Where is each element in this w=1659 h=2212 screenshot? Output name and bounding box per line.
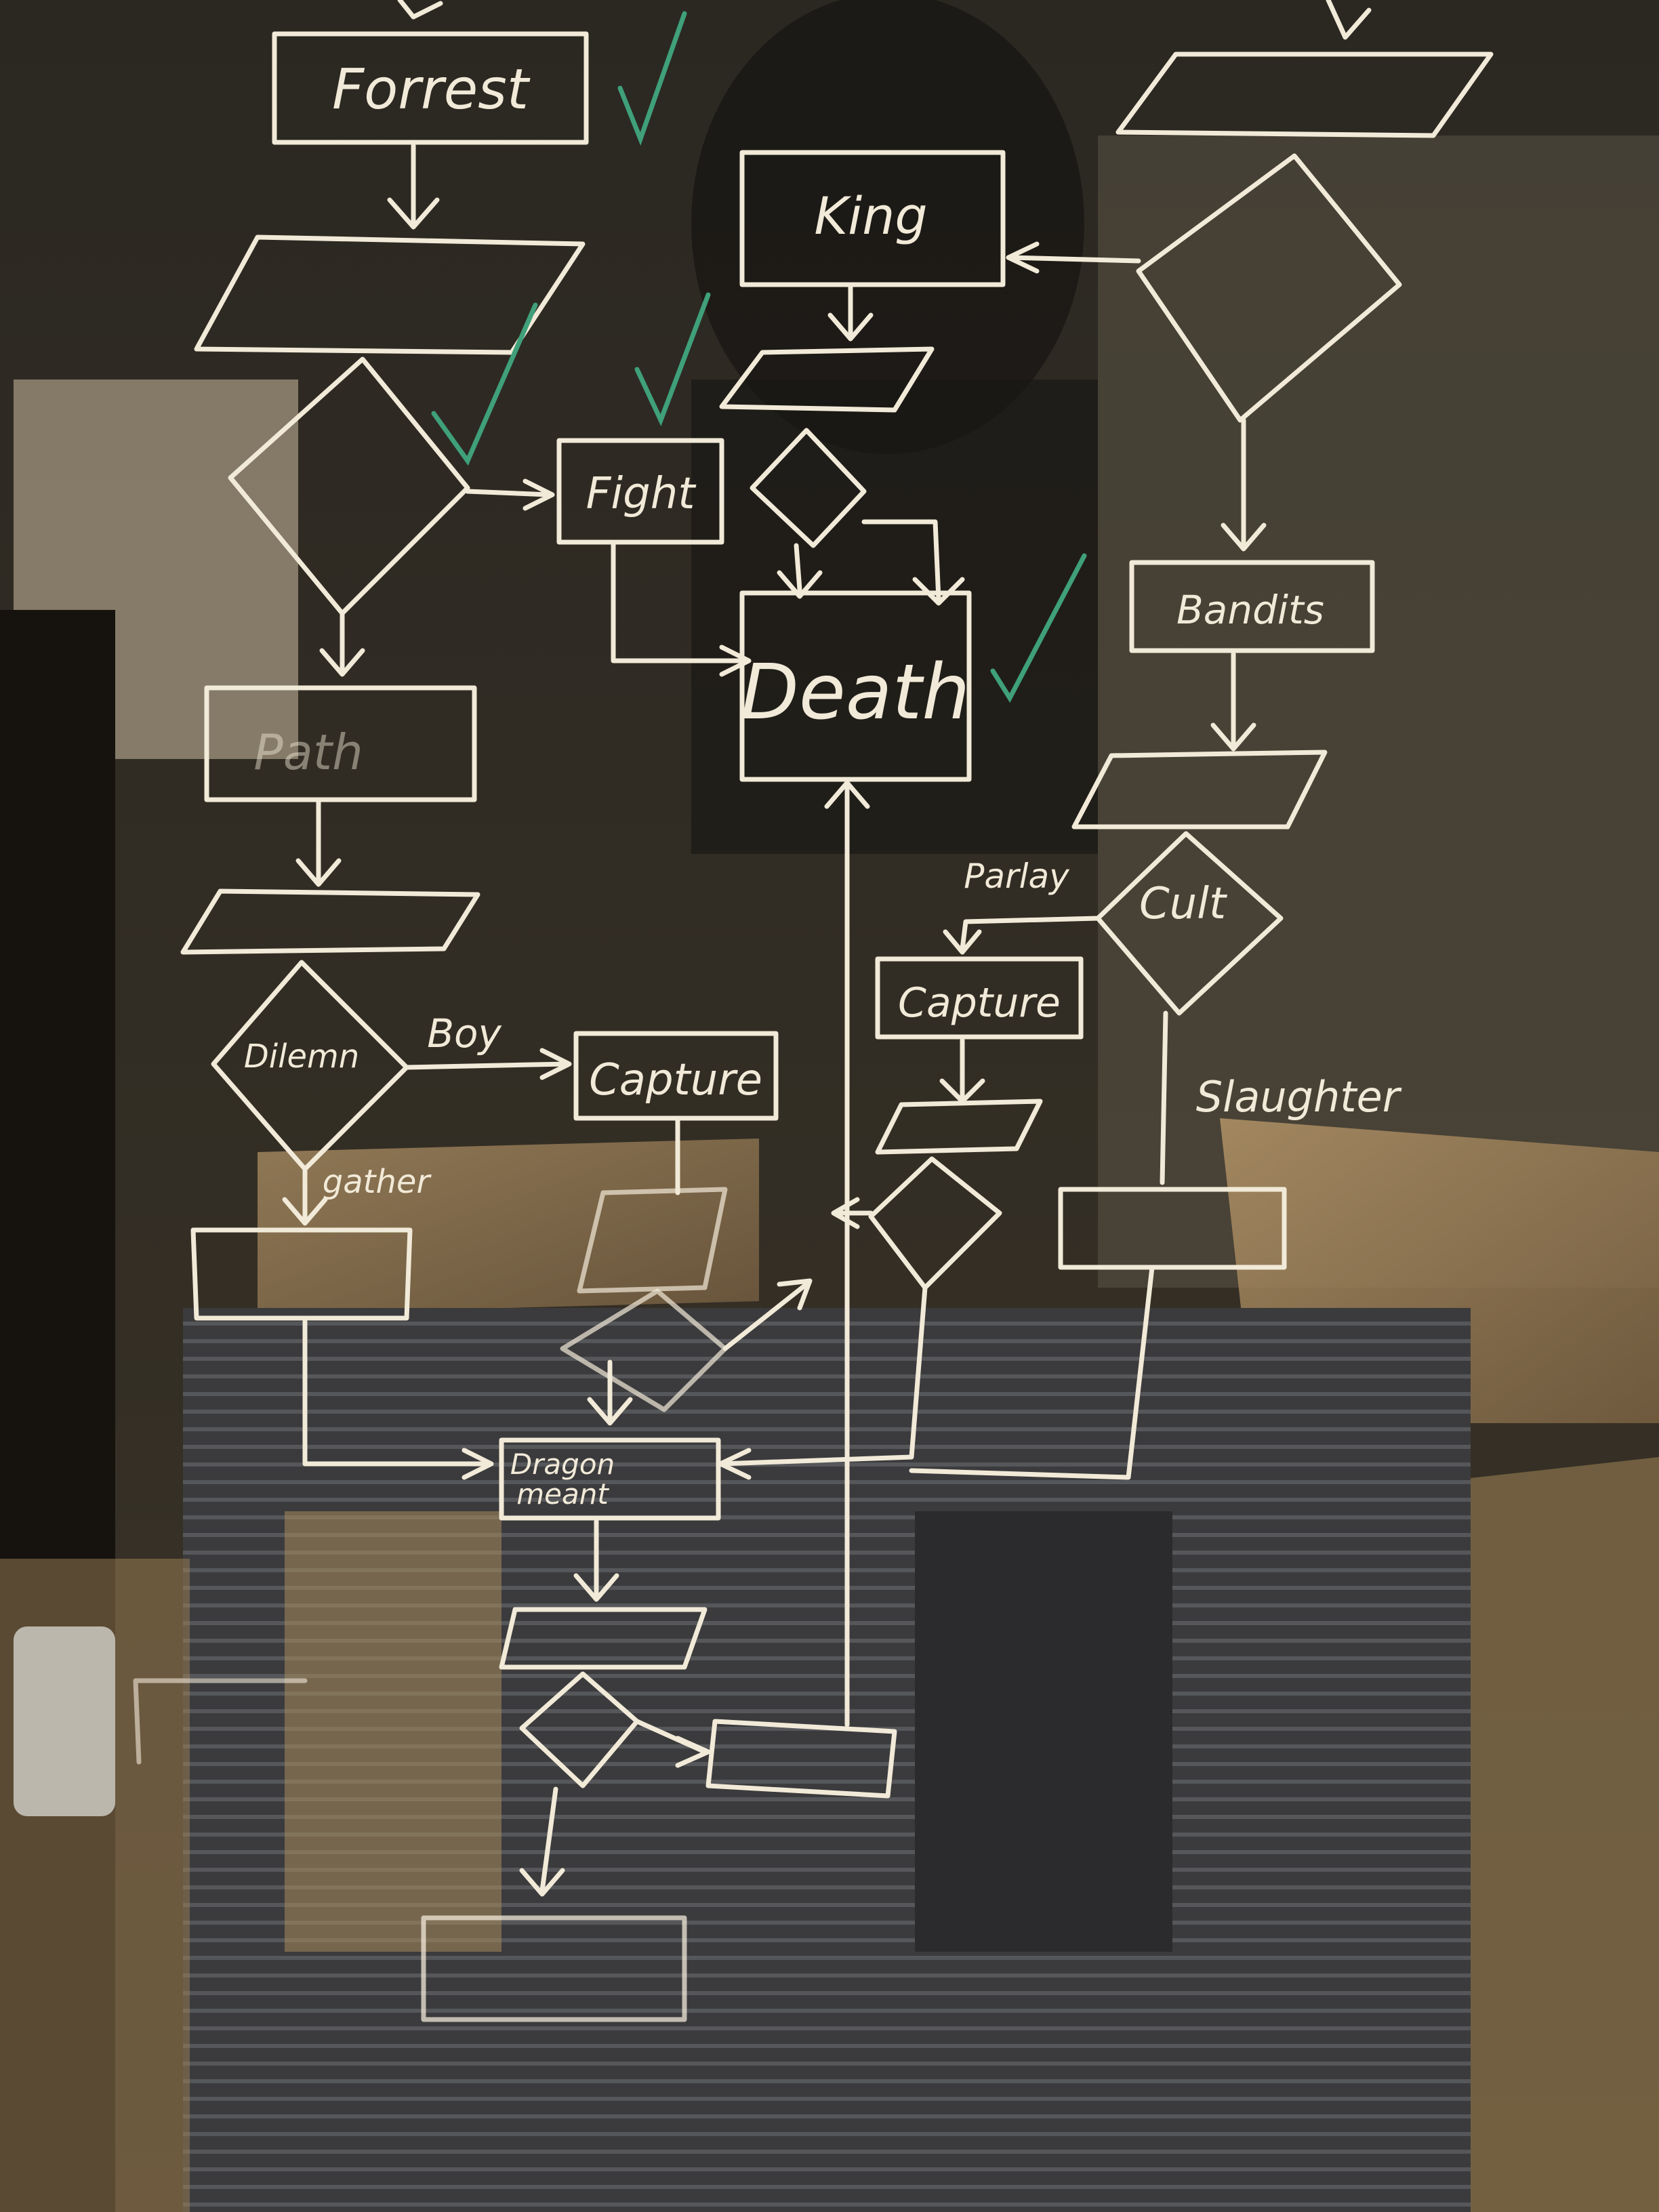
- data-box-4: [577, 1187, 728, 1294]
- arrow-king-decision-right: [861, 519, 965, 606]
- decision-capture-right: [868, 1156, 1002, 1290]
- check-icon: [634, 292, 711, 426]
- arrow-decision2-down: [587, 1359, 633, 1426]
- node-king-box: [739, 150, 1006, 287]
- edge-label-boy: Boy: [427, 1010, 501, 1057]
- edge-labels: Boy gather Parlay Slaughter: [323, 857, 1402, 1201]
- arrow-path-to-data: [295, 797, 342, 887]
- node-fight-box: [556, 438, 724, 545]
- arrow-to-dragon-from-right: [718, 1285, 928, 1480]
- edge-label-slaughter: Slaughter: [1196, 1072, 1402, 1122]
- data-box-right: [1115, 52, 1494, 138]
- label-fight: Fight: [586, 469, 697, 519]
- decision-king: [750, 428, 867, 548]
- label-dragon-line: Dragon: [510, 1448, 615, 1481]
- node-capture-right-box: [875, 956, 1084, 1040]
- arrow-king-decision-down: [777, 543, 823, 599]
- label-dilemma: Dilemn: [244, 1038, 359, 1076]
- data-box-slaughter: [1058, 1187, 1287, 1270]
- arrow-bandits-down: [1210, 651, 1256, 752]
- data-box-7: [421, 1915, 687, 2022]
- entry-arrow-right: [1326, 0, 1372, 40]
- decision-1: [228, 356, 470, 616]
- trash-can-reflection: [14, 1626, 115, 1816]
- data-box-3: [190, 1227, 413, 1321]
- node-forrest-box: [272, 31, 589, 145]
- edge-label-parlay: Parlay: [964, 857, 1070, 896]
- edge-label-gather: gather: [323, 1163, 432, 1201]
- label-dragon-line: meant: [516, 1477, 609, 1511]
- arrow-decision3-down: [519, 1786, 565, 1897]
- arrow-dilemma-to-capture: [404, 1048, 572, 1080]
- sketch-lines-bottom-left: [133, 1678, 308, 1765]
- label-cult: Cult: [1139, 879, 1228, 929]
- arrow-fight-to-death: [611, 539, 752, 677]
- decision-3: [519, 1671, 640, 1788]
- label-death: Death: [741, 649, 970, 737]
- arrow-long-up-to-death: [824, 780, 870, 1727]
- arrow-forrest-to-data: [387, 143, 440, 230]
- arrow-decision-to-bandits: [1221, 417, 1267, 552]
- label-bandits: Bandits: [1176, 587, 1324, 633]
- arrow-dragon-down: [573, 1519, 619, 1602]
- checkmarks: [431, 11, 1087, 703]
- label-forrest: Forrest: [332, 58, 531, 122]
- check-icon: [990, 553, 1087, 703]
- arrow-decision-to-fight: [465, 478, 555, 511]
- decision-cult: [1095, 831, 1284, 1016]
- arrow-capture-right-to-line: [831, 1197, 874, 1229]
- arrow-capture-right-down: [939, 1038, 985, 1104]
- check-icon: [431, 302, 538, 466]
- node-bandits-box: [1129, 560, 1375, 653]
- arrow-decision2-up: [722, 1278, 813, 1351]
- check-icon: [617, 11, 687, 146]
- node-labels: Forrest King Fight Death Path Bandits Cu…: [244, 58, 1324, 1511]
- decision-2: [560, 1288, 728, 1412]
- label-path: Path: [253, 724, 363, 781]
- data-box-capture-right: [875, 1099, 1043, 1155]
- arrow-dilemma-to-data: [282, 1166, 328, 1226]
- decision-right: [1136, 153, 1402, 423]
- data-box-bandits: [1071, 750, 1328, 830]
- data-box-6: [705, 1719, 897, 1799]
- data-box-1: [194, 234, 586, 355]
- line-slaughter-to-dragon: [909, 1265, 1155, 1480]
- node-path-box: [204, 685, 477, 802]
- data-box-king: [719, 346, 935, 413]
- person-silhouette: [691, 0, 1084, 454]
- label-capture-right: Capture: [898, 979, 1061, 1027]
- arrow-data3-to-dragon: [302, 1319, 494, 1480]
- arrow-decision-to-path: [319, 611, 365, 677]
- label-king: King: [814, 186, 927, 246]
- arrow-decision3-right: [634, 1719, 711, 1768]
- label-capture-left: Capture: [589, 1055, 762, 1105]
- arrow-decision-to-king: [1006, 241, 1141, 274]
- data-box-2: [180, 888, 480, 955]
- entry-arrow-left: [397, 0, 443, 20]
- arrow-king-down: [827, 282, 874, 342]
- data-box-5: [499, 1607, 708, 1670]
- arrow-cult-slaughter: [1160, 1010, 1168, 1185]
- arrow-cult-to-capture: [943, 916, 1101, 955]
- node-death-box: [739, 590, 972, 782]
- node-dragon-box: [499, 1437, 721, 1521]
